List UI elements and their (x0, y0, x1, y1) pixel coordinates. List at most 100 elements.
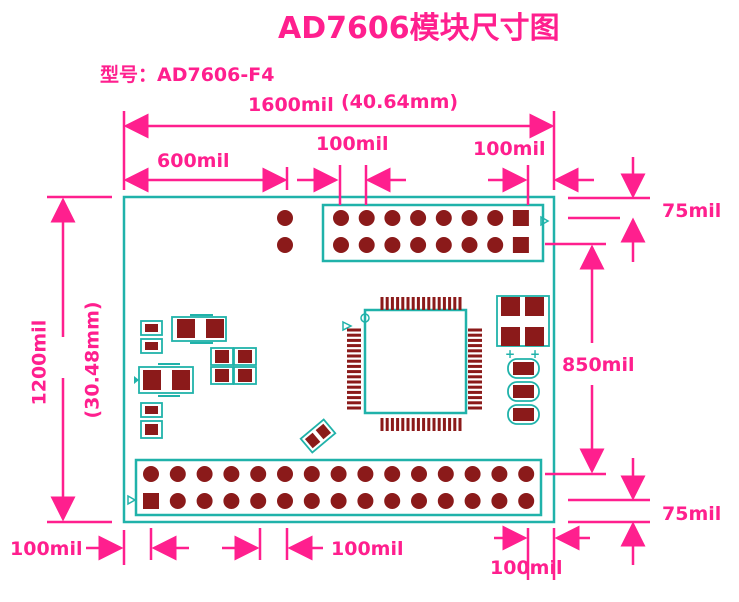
bottom-right-label: 100mil (490, 557, 563, 579)
chip-lead (432, 418, 436, 431)
chip-lead (468, 354, 482, 358)
bottom-left-label: 100mil (10, 538, 83, 560)
adc-chip (342, 297, 482, 431)
chip-lead (347, 390, 361, 394)
chip-lead (432, 297, 436, 310)
chip-lead (468, 328, 482, 332)
top-header-pad (333, 210, 349, 226)
bottom-header-pad (169, 466, 186, 482)
chip-lead (468, 338, 482, 342)
top-header-pad (461, 237, 478, 253)
chip-lead (385, 297, 389, 310)
chip-lead (468, 380, 482, 384)
chip-lead (396, 418, 400, 431)
bottom-header-pad (223, 466, 240, 482)
chip-lead (385, 418, 389, 431)
width-mm-label: (40.64mm) (341, 91, 459, 113)
bottom-header-pad (303, 466, 320, 482)
chip-lead (380, 418, 384, 431)
bottom-header-pad (464, 493, 481, 509)
chip-lead (468, 401, 482, 405)
chip-lead (347, 396, 361, 400)
bottom-header-pad (330, 466, 347, 482)
bottom-header-pad (464, 466, 481, 482)
top-header-pad (487, 210, 504, 226)
height-mm-label: (30.48mm) (81, 301, 104, 419)
bottom-header-pad (143, 466, 159, 482)
bottom-header-pad (143, 493, 159, 509)
bottom-header-pad (437, 466, 454, 482)
edge-bottom-label: 75mil (662, 503, 722, 525)
chip-lead (411, 297, 415, 310)
chip-lead (406, 418, 410, 431)
top-header-pad (358, 210, 375, 226)
top-header-pad (333, 237, 349, 253)
chip-pin1-mark (342, 320, 353, 332)
chip-lead (416, 297, 420, 310)
bottom-header-pad (411, 493, 427, 509)
chip-lead (406, 297, 410, 310)
bottom-header-pad (277, 493, 293, 509)
bottom-header-pad (518, 466, 535, 482)
bottom-header-pad (277, 466, 293, 482)
chip-lead (411, 418, 415, 431)
bottom-header-pad (437, 493, 454, 509)
smd-components-left (134, 314, 257, 439)
chip-lead (347, 338, 361, 342)
bottom-header-pad (330, 493, 347, 509)
chip-lead (401, 297, 405, 310)
chip-lead (380, 297, 384, 310)
chip-lead (401, 418, 405, 431)
height-mil-label: 1200mil (28, 319, 51, 406)
chip-lead (347, 333, 361, 337)
diagram-title: AD7606模块尺寸图 (278, 11, 560, 46)
top-header-pad (512, 237, 529, 253)
chip-lead (390, 297, 394, 310)
bottom-header-pad (357, 493, 374, 509)
bottom-header-pad (491, 493, 508, 509)
chip-lead (347, 349, 361, 353)
chip-lead (442, 297, 446, 310)
standalone-pad (277, 237, 293, 253)
smd-component-rotated (299, 418, 337, 454)
chip-lead (422, 297, 426, 310)
chip-lead (347, 406, 361, 410)
chip-lead (468, 370, 482, 374)
width-mil-label: 1600mil (248, 94, 334, 116)
bottom-mid-label: 100mil (331, 538, 404, 560)
top-header-pad (384, 237, 401, 253)
bottom-header-pad (491, 466, 508, 482)
chip-lead (468, 364, 482, 368)
chip-lead (416, 418, 420, 431)
top-header-pin1-mark (540, 215, 550, 227)
bottom-header-pad (250, 493, 267, 509)
chip-lead (453, 418, 457, 431)
bottom-header-pad (303, 493, 320, 509)
bottom-header-pad (411, 466, 427, 482)
svg-text:+: + (530, 347, 540, 361)
row-spacing-label: 850mil (562, 354, 635, 376)
chip-lead (347, 385, 361, 389)
chip-lead (347, 344, 361, 348)
chip-lead (422, 418, 426, 431)
chip-lead (468, 396, 482, 400)
chip-lead (347, 375, 361, 379)
chip-lead (468, 406, 482, 410)
top-header-pad (435, 210, 452, 226)
standalone-pad (277, 210, 293, 226)
chip-lead (437, 418, 441, 431)
chip-lead (468, 349, 482, 353)
chip-lead (468, 344, 482, 348)
chip-lead (347, 380, 361, 384)
top-header-pad (461, 210, 478, 226)
bottom-header-pad (196, 493, 213, 509)
chip-lead (442, 418, 446, 431)
bottom-header-frame (134, 458, 543, 517)
bottom-header-pad (384, 493, 401, 509)
bottom-header-pad (357, 466, 374, 482)
chip-lead (453, 297, 457, 310)
top-header-pad (384, 210, 401, 226)
chip-lead (448, 297, 452, 310)
